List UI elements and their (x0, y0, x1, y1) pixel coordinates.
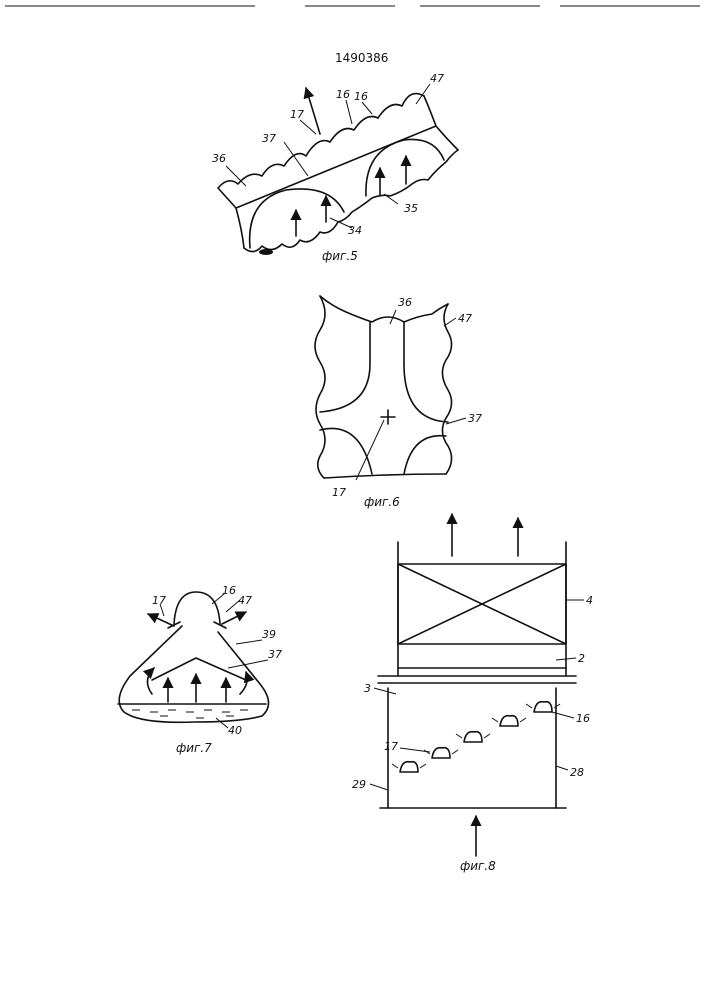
fig6-lower-left-arc (320, 428, 372, 474)
fig7-dome (174, 592, 220, 624)
fig5-label-16b: 16 (354, 90, 368, 103)
fig6-label-17: 17 (332, 486, 346, 499)
fig6-wavy-top-edge (320, 296, 448, 322)
fig6-caption: фиг.6 (364, 495, 400, 509)
fig6-wavy-left-edge (315, 296, 325, 478)
fig6-bottom-edge (324, 474, 446, 478)
figure-6: 36 47 37 17 фиг.6 (315, 296, 482, 509)
fig7-left-curl-arrow (147, 668, 154, 694)
fig5-leader-37 (284, 142, 308, 176)
fig7-label-39: 39 (262, 628, 276, 641)
fig7-label-16: 16 (222, 584, 236, 597)
fig8-label-28: 28 (570, 766, 584, 779)
fig6-leader-47 (444, 318, 456, 326)
fig8-leader-29 (370, 784, 388, 790)
fig6-label-36: 36 (398, 296, 412, 309)
fig5-leader-16 (346, 100, 352, 124)
fig8-bubble-cap (492, 716, 526, 726)
fig7-right-curl-arrow (240, 672, 247, 694)
fig8-label-16: 16 (576, 712, 590, 725)
fig8-leader-3 (374, 688, 396, 694)
fig5-label-35: 35 (404, 202, 418, 215)
fig7-baffle (152, 658, 246, 680)
fig8-label-2: 2 (578, 652, 585, 665)
fig8-leader-28 (556, 766, 568, 770)
fig7-label-40: 40 (228, 724, 242, 737)
fig8-label-3: 3 (364, 682, 371, 695)
fig6-left-flare (320, 364, 370, 412)
figure-7: 17 16 47 39 37 40 фиг.7 (118, 584, 282, 755)
fig5-label-34: 34 (348, 224, 362, 237)
fig6-label-47: 47 (458, 312, 472, 325)
fig7-caption: фиг.7 (176, 741, 212, 755)
fig7-outlet-arrow-left (148, 614, 174, 626)
fig6-leader-17 (356, 420, 384, 480)
fig5-right-arc (366, 139, 444, 196)
fig5-label-37: 37 (262, 132, 276, 145)
fig5-label-47: 47 (430, 72, 444, 85)
fig6-lower-right-arc (404, 436, 446, 474)
fig6-right-flare (404, 364, 448, 422)
fig5-left-edge (218, 188, 244, 248)
figure-8: 4 2 3 16 17 28 29 фиг.8 (352, 514, 593, 873)
fig5-leader-16 (362, 102, 372, 114)
fig5-wavy-right-edge (424, 96, 458, 150)
patent-number: 1490386 (335, 51, 388, 65)
fig8-bubble-cap (456, 732, 490, 742)
fig7-leader-40 (216, 718, 228, 728)
fig6-leader-37 (446, 418, 466, 424)
figure-5: 47 16 16 17 37 36 34 35 фиг.5 (212, 72, 458, 263)
fig7-label-17: 17 (152, 594, 166, 607)
fig5-base-blob (259, 249, 273, 255)
fig8-bubble-cap (526, 702, 560, 712)
fig7-label-47: 47 (238, 594, 252, 607)
fig6-label-37: 37 (468, 412, 482, 425)
fig5-leader-17 (300, 120, 316, 134)
fig8-bubble-cap (424, 748, 458, 758)
fig5-caption: фиг.5 (322, 249, 358, 263)
fig6-wavy-right-edge (442, 304, 451, 474)
fig8-leader-17 (400, 748, 430, 752)
fig8-caption: фиг.8 (460, 859, 496, 873)
fig8-label-4: 4 (586, 594, 593, 607)
fig5-label-17: 17 (290, 108, 304, 121)
fig8-label-17: 17 (384, 740, 398, 753)
fig5-label-36: 36 (212, 152, 226, 165)
fig8-label-29: 29 (352, 778, 366, 791)
fig7-leader-39 (236, 640, 262, 644)
fig7-liquid-dashes (132, 710, 248, 718)
fig7-label-37: 37 (268, 648, 282, 661)
fig7-outlet-arrow-right (222, 612, 246, 624)
fig7-leader-37 (228, 660, 268, 668)
fig8-bubble-cap (392, 762, 426, 772)
fig5-label-16a: 16 (336, 88, 350, 101)
